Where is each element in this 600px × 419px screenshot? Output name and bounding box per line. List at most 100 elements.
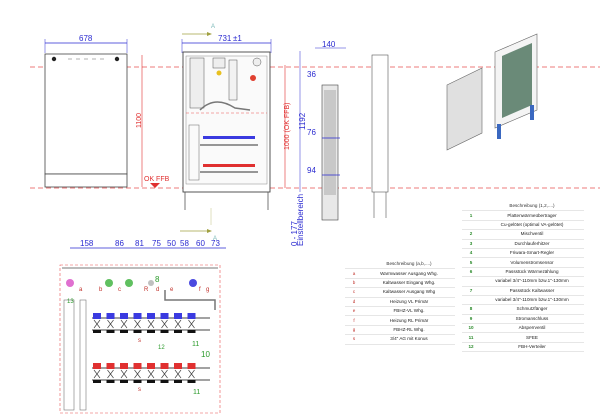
door-panel — [44, 53, 128, 175]
valve-nut — [106, 330, 115, 333]
svg-text:75: 75 — [152, 239, 161, 248]
legend-text: Kaltwasser Eingang Whg. — [363, 278, 455, 289]
valve-body — [147, 369, 155, 379]
valve-cap — [106, 363, 115, 369]
door-screw — [114, 56, 120, 62]
valve-nut — [120, 330, 128, 333]
legend-text: Stromanschluss — [480, 314, 584, 325]
door-height-dim: 1100 — [136, 113, 143, 128]
valve-nut — [187, 380, 196, 383]
valve-body — [93, 369, 101, 379]
valve-body — [161, 319, 168, 329]
legend-text: Warmwasser Ausgang Whg. — [363, 268, 455, 279]
svg-text:60: 60 — [196, 239, 205, 248]
legend-text: Passstück Wärmezählung — [480, 267, 584, 278]
valve-cap — [174, 363, 182, 369]
legend-text: Passstück Kaltwasser — [480, 286, 584, 296]
valve-cap — [174, 313, 182, 319]
legend-key: a — [345, 268, 363, 279]
svg-text:b: b — [99, 287, 103, 293]
svg-text:11: 11 — [192, 341, 199, 348]
valve-body — [174, 319, 182, 329]
valve-body — [161, 369, 168, 379]
connection-a — [66, 279, 74, 287]
legend-key: 8 — [462, 304, 480, 315]
valve-body — [134, 369, 141, 379]
svg-text:58: 58 — [180, 239, 189, 248]
heat-exchanger — [228, 59, 238, 101]
legend-key: e — [345, 306, 363, 317]
valve-body — [134, 319, 141, 329]
legend-key: 2 — [462, 229, 480, 240]
valve-nut — [106, 380, 115, 383]
valve-cap — [147, 313, 155, 319]
valve-cap — [187, 313, 196, 319]
valve-cap — [120, 313, 128, 319]
svg-text:A: A — [213, 236, 217, 242]
valve-nut — [174, 330, 182, 333]
svg-text:81: 81 — [135, 239, 144, 248]
svg-text:11: 11 — [193, 389, 200, 396]
svg-text:R: R — [144, 287, 149, 293]
valve-body — [147, 319, 155, 329]
legend-header: Beschreibung (a,b,....) — [345, 260, 455, 270]
legend-header-text: Beschreibung (a,b,....) — [363, 260, 455, 270]
legend-row: Cu-gelötet (optimal VA-gelötet) — [462, 220, 584, 231]
legend-text: FBHZ-VL Whg. — [363, 306, 455, 317]
valve-nut — [120, 380, 128, 383]
valve-body — [188, 319, 195, 329]
valve-nut — [147, 330, 155, 333]
valve-nut — [93, 380, 101, 383]
connection-b — [105, 279, 113, 287]
legend-text: FBH-Verteiler — [480, 342, 584, 353]
valve-nut — [93, 330, 101, 333]
valve-body — [120, 319, 128, 329]
svg-text:158: 158 — [80, 239, 94, 248]
legend-text: variabel 3/4"-110mm bzw.1"-130mm — [480, 295, 584, 306]
valve-nut — [133, 380, 142, 383]
return-valves — [93, 363, 196, 383]
valve-cap — [160, 313, 169, 319]
legend-header: Beschreibung (1,2,....) — [462, 202, 584, 212]
door-base — [44, 173, 128, 188]
valve-cap — [106, 313, 115, 319]
connection-c — [125, 279, 133, 287]
legend-key: b — [345, 278, 363, 289]
side-door-profile — [371, 54, 389, 193]
svg-text:f: f — [199, 287, 201, 293]
valve-cap — [187, 363, 196, 369]
legend-key — [462, 295, 480, 306]
legend-key: 3 — [462, 239, 480, 249]
valve-body — [93, 319, 101, 329]
iso-components — [502, 43, 532, 118]
section-marker: A — [211, 24, 215, 30]
legend-text: variabel 3/4"-110mm bzw.1"-130mm — [480, 276, 584, 287]
legend-key: 4 — [462, 248, 480, 259]
connection-d — [148, 280, 154, 286]
svg-text:8: 8 — [155, 275, 160, 284]
valve-cap — [120, 363, 128, 369]
legend-key: 1 — [462, 210, 480, 221]
valve-body — [107, 369, 114, 379]
legend-row: variabel 3/4"-110mm bzw.1"-130mm — [462, 276, 584, 287]
legend-text: Kaltwasser Ausgang Whg — [363, 287, 455, 298]
legend-key: 12 — [462, 342, 480, 353]
legend-key: 9 — [462, 314, 480, 325]
legend-text: Plattenwärmeübertrager — [480, 210, 584, 221]
legend-key: c — [345, 287, 363, 298]
